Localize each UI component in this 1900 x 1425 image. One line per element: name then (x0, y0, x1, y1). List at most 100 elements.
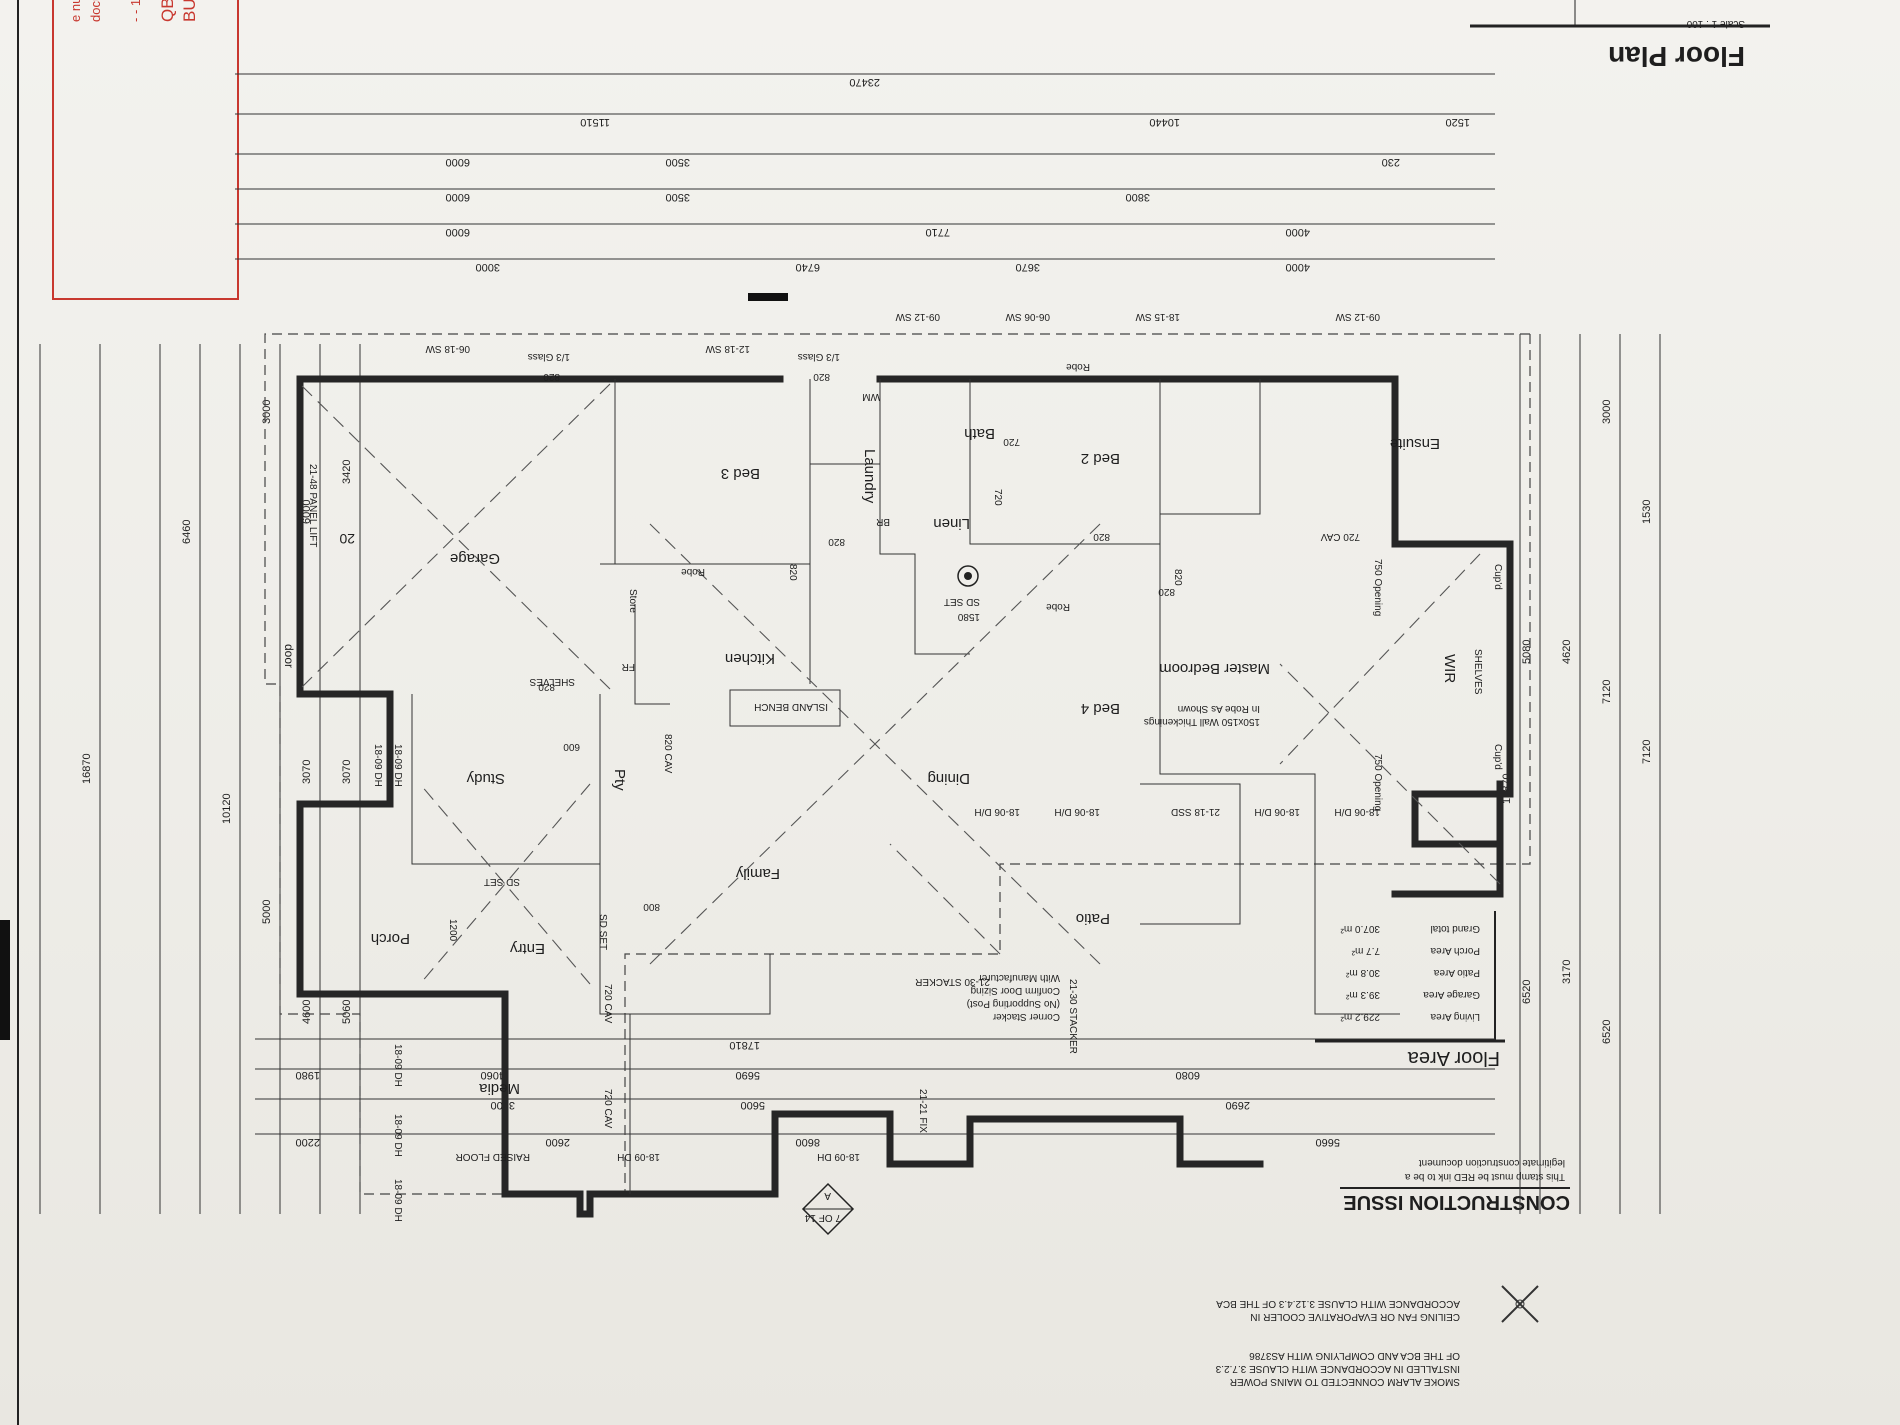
svg-text:6000: 6000 (446, 191, 470, 203)
door-labels: 820 820 820 820 820 720 720 820 820 720 … (447, 371, 1383, 1129)
svg-text:18-09 DH: 18-09 DH (392, 1044, 403, 1087)
svg-text:7710: 7710 (926, 226, 950, 238)
svg-text:7120: 7120 (1641, 740, 1653, 764)
room-patio: Patio (1076, 910, 1110, 927)
svg-text:7.7 m²: 7.7 m² (1351, 945, 1380, 956)
room-bed4: Bed 4 (1081, 700, 1120, 717)
svg-text:7120: 7120 (1601, 680, 1613, 704)
svg-text:OF THE BCA AND COMPLYING WITH: OF THE BCA AND COMPLYING WITH AS3786 (1249, 1350, 1460, 1361)
wall-thickening-note: 150x150 Wall Thickenings In Robe As Show… (1144, 703, 1260, 727)
svg-text:6740: 6740 (796, 261, 820, 273)
room-entry: Entry (509, 940, 545, 957)
svg-text:4600: 4600 (301, 1000, 313, 1024)
svg-text:750 Opening: 750 Opening (1372, 559, 1383, 616)
svg-text:3500: 3500 (666, 191, 690, 203)
svg-text:3000: 3000 (1601, 400, 1613, 424)
svg-text:229.2 m²: 229.2 m² (1340, 1011, 1380, 1022)
svg-text:16870: 16870 (81, 753, 93, 784)
svg-text:4060: 4060 (481, 1069, 505, 1081)
washing-machine: WM (862, 391, 880, 402)
smoke-detector-icon (957, 565, 979, 587)
dimensions-right: 7120 1530 7120 6520 3000 4620 3170 5080 … (1501, 334, 1661, 1214)
svg-text:820: 820 (1172, 569, 1183, 586)
svg-text:CEILING FAN OR EVAPORATIVE COO: CEILING FAN OR EVAPORATIVE COOLER IN (1250, 1311, 1460, 1322)
cupboard-1: Cup'd (1492, 564, 1503, 590)
svg-text:720 CAV: 720 CAV (602, 1089, 613, 1129)
svg-text:2690: 2690 (1226, 1099, 1250, 1111)
svg-text:1980: 1980 (296, 1069, 320, 1081)
room-br: BR (876, 516, 890, 527)
svg-text:1580: 1580 (957, 611, 980, 622)
svg-text:06-18 SW: 06-18 SW (425, 343, 470, 354)
svg-text:SD SET: SD SET (597, 914, 608, 950)
svg-text:3500: 3500 (666, 156, 690, 168)
fan-symbol-icon (1501, 1285, 1539, 1323)
svg-text:6080: 6080 (1176, 1069, 1200, 1081)
svg-text:Patio Area: Patio Area (1433, 967, 1480, 978)
svg-text:3170: 3170 (1561, 960, 1573, 984)
svg-text:10440: 10440 (1149, 116, 1180, 128)
handwritten-note: 20 (339, 531, 355, 547)
svg-text:18-09 DH: 18-09 DH (817, 1151, 860, 1162)
svg-text:In Robe As Shown: In Robe As Shown (1178, 703, 1260, 714)
svg-text:820 CAV: 820 CAV (662, 734, 673, 774)
svg-text:A: A (824, 1190, 831, 1201)
svg-text:720: 720 (992, 489, 1003, 506)
fixed-glass: 21-21 FIX (917, 1089, 928, 1133)
svg-text:5060: 5060 (341, 1000, 353, 1024)
svg-text:7 OF 14: 7 OF 14 (804, 1212, 841, 1223)
svg-text:e numbered decision notice.: e numbered decision notice. (68, 0, 83, 22)
svg-text:820: 820 (538, 681, 555, 692)
room-robe-bed2: Robe (1066, 361, 1090, 372)
svg-text:30.8 m²: 30.8 m² (1345, 967, 1380, 978)
room-garage: Garage (450, 550, 500, 567)
svg-text:1/3 Glass: 1/3 Glass (528, 351, 570, 362)
svg-text:Garage Area: Garage Area (1423, 989, 1480, 1000)
svg-text:5660: 5660 (1316, 1136, 1340, 1148)
svg-text:820: 820 (787, 564, 798, 581)
ceiling-fan-note: CEILING FAN OR EVAPORATIVE COOLER IN ACC… (1216, 1298, 1460, 1322)
room-ensuite: Ensuite (1390, 435, 1440, 452)
svg-text:1520: 1520 (1446, 116, 1470, 128)
room-bed3: Bed 3 (721, 465, 760, 482)
svg-text:18-15 SW: 18-15 SW (1135, 311, 1180, 322)
svg-text:3670: 3670 (1016, 261, 1040, 273)
svg-text:Porch Area: Porch Area (1430, 945, 1480, 956)
svg-text:3000: 3000 (261, 400, 273, 424)
window-labels: 06-18 SW 1/3 Glass 12-18 SW 1/3 Glass 09… (372, 311, 1380, 1222)
room-robe-bed4: Robe (1046, 601, 1070, 612)
building-certifier-stamp: BUILDING CERTIFIER QBSA A737840 - - 1 3 … (52, 0, 239, 300)
svg-text:12-18 SW: 12-18 SW (705, 343, 750, 354)
svg-text:SD SET: SD SET (944, 596, 980, 607)
svg-text:18-09 DH: 18-09 DH (617, 1151, 660, 1162)
room-kitchen: Kitchen (725, 650, 775, 667)
room-master: Master Bedroom (1159, 660, 1270, 677)
svg-text:150x150 Wall Thickenings: 150x150 Wall Thickenings (1144, 716, 1260, 727)
svg-text:document forms part of the: document forms part of the (88, 0, 103, 22)
room-family: Family (735, 865, 780, 882)
svg-text:820: 820 (813, 371, 830, 382)
svg-text:06-06 SW: 06-06 SW (1005, 311, 1050, 322)
svg-text:21-18 SSD: 21-18 SSD (1171, 806, 1220, 817)
sheet-scale: Scale 1 : 100 (1686, 18, 1745, 29)
svg-text:6520: 6520 (1601, 1020, 1613, 1044)
garage-roof-lines (299, 383, 1501, 985)
svg-text:2200: 2200 (296, 1136, 320, 1148)
svg-text:3070: 3070 (301, 760, 313, 784)
raised-floor: RAISED FLOOR (456, 1151, 530, 1162)
patio-stacker: 21-30 STACKER (1067, 979, 1078, 1054)
svg-text:18-06 D/H: 18-06 D/H (1334, 806, 1380, 817)
svg-text:6000: 6000 (446, 226, 470, 238)
svg-text:5600: 5600 (741, 1099, 765, 1111)
room-wir: WIR (1441, 654, 1458, 683)
svg-text:Floor Area: Floor Area (1407, 1047, 1500, 1069)
svg-text:307.0 m²: 307.0 m² (1340, 923, 1380, 934)
garage-panel-lift: 21-48 PANEL LIFT (307, 464, 318, 547)
svg-text:800: 800 (643, 901, 660, 912)
cupboard-2: Cup'd (1492, 744, 1503, 770)
svg-text:Grand total: Grand total (1431, 923, 1480, 934)
floor-area-table: Floor Area Living Area 229.2 m² Garage A… (1315, 911, 1505, 1069)
svg-text:39.3 m²: 39.3 m² (1345, 989, 1380, 1000)
svg-text:18-09 DH: 18-09 DH (392, 744, 403, 787)
